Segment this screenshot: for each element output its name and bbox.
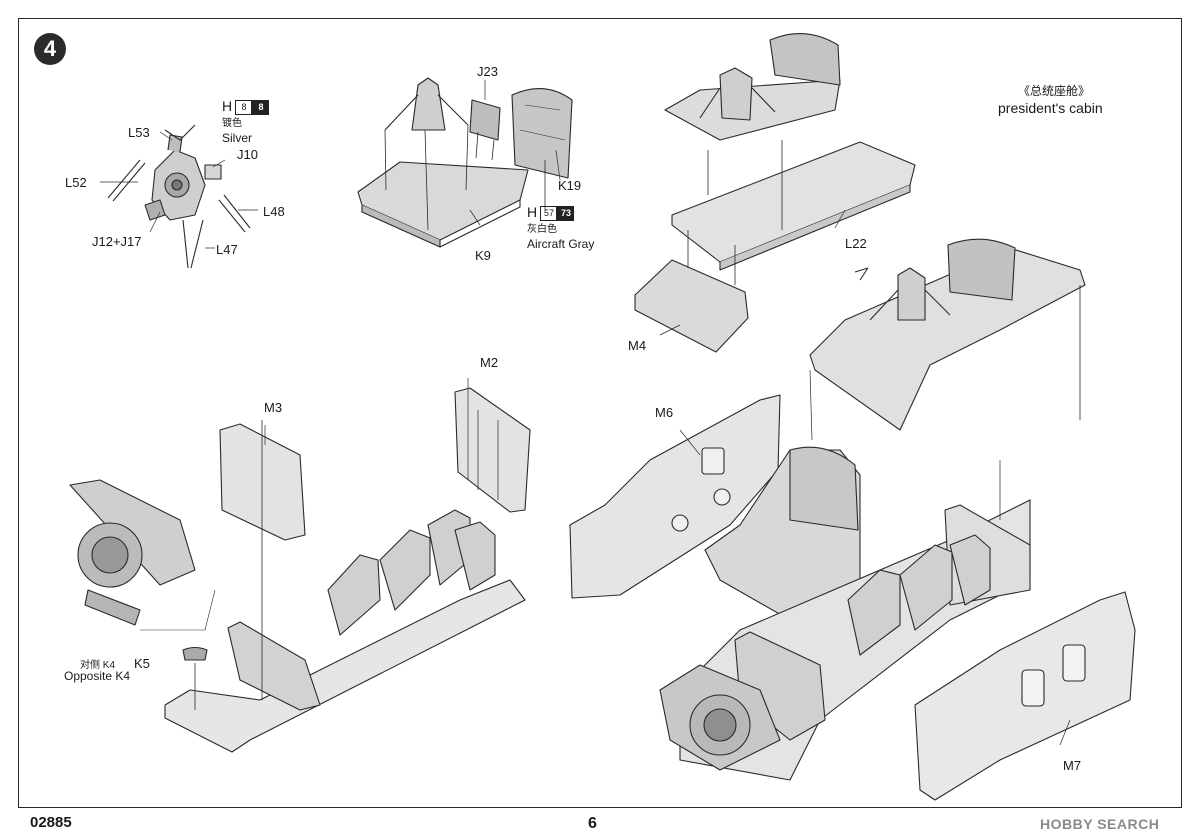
cabin-caption-cn: 《总统座舱》 bbox=[1018, 84, 1091, 98]
lower-right-drawing bbox=[569, 285, 1136, 801]
part-label-m3: M3 bbox=[264, 400, 283, 415]
opposite-part-cn: 对侧 K4 bbox=[80, 660, 116, 671]
part-label-l52: L52 bbox=[65, 175, 87, 190]
part-label-l47: L47 bbox=[216, 242, 238, 257]
watermark: HOBBY SEARCH bbox=[1040, 816, 1160, 832]
part-label-j23: J23 bbox=[477, 64, 498, 79]
paint-code-secondary: 8 bbox=[252, 100, 270, 116]
part-label-m7: M7 bbox=[1063, 758, 1082, 773]
opposite-part-en: Opposite K4 bbox=[64, 669, 131, 683]
part-label-m6: M6 bbox=[655, 405, 674, 420]
step-number-badge: 4 bbox=[34, 33, 66, 65]
paint-name-cn: 镀色 bbox=[222, 118, 242, 130]
part-label-m4: M4 bbox=[628, 338, 647, 353]
hub-assembly-drawing bbox=[100, 124, 258, 269]
part-label-l22: L22 bbox=[845, 236, 867, 251]
page-number: 6 bbox=[588, 815, 597, 832]
cabin-caption-en: president's cabin bbox=[998, 100, 1103, 116]
paint-code-secondary: 73 bbox=[557, 206, 575, 222]
paint-code-primary: 57 bbox=[540, 206, 558, 222]
floor-k9-drawing bbox=[357, 77, 573, 248]
cabin-upper-drawing bbox=[634, 33, 1086, 431]
paint-name-en: Aircraft Gray bbox=[527, 237, 595, 252]
part-label-j12-j17: J12+J17 bbox=[92, 234, 142, 249]
paint-name-cn: 灰白色 bbox=[527, 224, 557, 236]
paint-code-primary: 8 bbox=[235, 100, 253, 116]
part-label-k9: K9 bbox=[475, 248, 491, 263]
part-label-k19: K19 bbox=[558, 178, 582, 193]
product-code: 02885 bbox=[30, 814, 72, 831]
paint-prefix: H bbox=[527, 204, 538, 220]
part-label-j10: J10 bbox=[237, 147, 258, 162]
lower-left-drawing bbox=[69, 378, 531, 753]
page-frame bbox=[18, 18, 1182, 808]
part-label-l53: L53 bbox=[128, 125, 150, 140]
part-label-l48: L48 bbox=[263, 204, 285, 219]
paint-name-en: Silver bbox=[222, 131, 253, 146]
paint-prefix: H bbox=[222, 98, 233, 114]
part-label-k5: K5 bbox=[134, 656, 150, 671]
part-label-m2: M2 bbox=[480, 355, 499, 370]
